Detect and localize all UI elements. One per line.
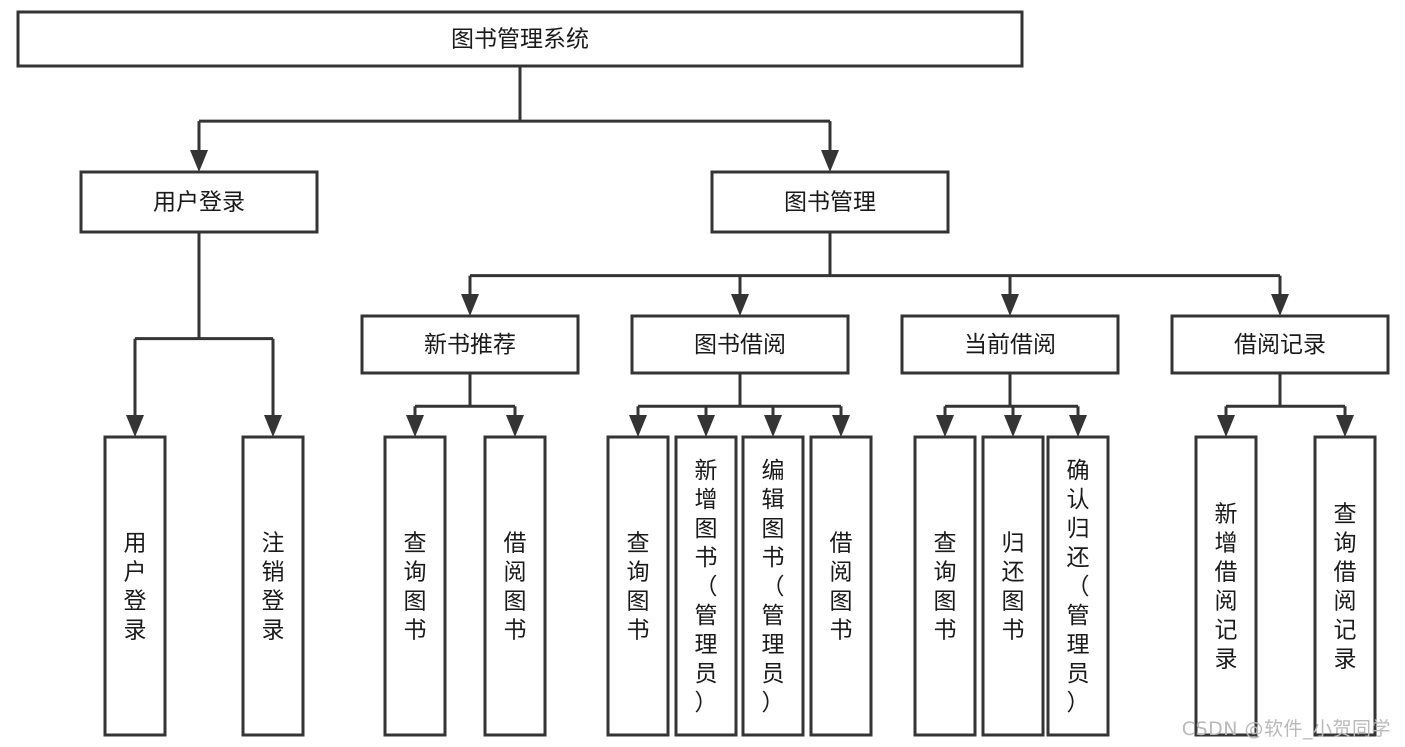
node-leaf-borrow-book-2[interactable]: 借阅图书 [809,435,873,737]
node-label: 确认归还（管理员） [1067,458,1090,716]
node-leaf-edit-book[interactable]: 编辑图书（管理员） [741,435,805,737]
node-label: 查询图书 [627,531,650,644]
node-box [1194,435,1258,737]
arrow-head-icon [1336,415,1354,437]
node-root[interactable]: 图书管理系统 [16,10,1024,68]
arrow-head-icon [764,415,782,437]
node-box [674,435,738,737]
node-leaf-query-book-1[interactable]: 查询图书 [383,435,447,737]
node-box [360,314,580,375]
node-label: 用户登录 [153,190,245,216]
node-label: 借阅图书 [830,531,853,644]
watermark-text: CSDN @软件_小贺同学 [1181,718,1391,740]
node-label: 图书借阅 [694,332,786,358]
arrow-head-icon [731,294,749,316]
node-current-borrow[interactable]: 当前借阅 [900,314,1120,375]
arrow-head-icon [264,415,282,437]
node-box [1170,314,1390,375]
arrow-head-icon [821,150,839,172]
node-leaf-logout[interactable]: 注销登录 [241,435,305,737]
node-label: 当前借阅 [964,332,1056,358]
node-leaf-return-book[interactable]: 归还图书 [981,435,1045,737]
node-label: 新增图书（管理员） [695,458,718,716]
node-label: 图书管理系统 [451,27,589,53]
node-label: 归还图书 [1002,531,1025,644]
node-box [16,10,1024,68]
node-label: 注销登录 [262,531,285,644]
node-leaf-query-record[interactable]: 查询借阅记录 [1313,435,1377,737]
arrow-head-icon [406,415,424,437]
node-box [809,435,873,737]
node-borrow-record[interactable]: 借阅记录 [1170,314,1390,375]
node-box [483,435,547,737]
node-label: 新书推荐 [424,332,516,358]
node-box [741,435,805,737]
node-leaf-confirm-return[interactable]: 确认归还（管理员） [1046,435,1110,737]
arrow-head-icon [697,415,715,437]
node-leaf-query-book-2[interactable]: 查询图书 [606,435,670,737]
nodes-layer: 图书管理系统用户登录图书管理新书推荐图书借阅当前借阅借阅记录用户登录注销登录查询… [16,10,1390,737]
node-label: 编辑图书（管理员） [762,458,785,716]
node-box [1046,435,1110,737]
arrow-head-icon [1271,294,1289,316]
node-leaf-borrow-book-1[interactable]: 借阅图书 [483,435,547,737]
arrow-head-icon [629,415,647,437]
node-box [630,314,850,375]
arrow-head-icon [190,150,208,172]
node-box [913,435,977,737]
arrow-head-icon [832,415,850,437]
node-label: 图书管理 [784,190,876,216]
arrow-head-icon [126,415,144,437]
arrow-head-icon [1069,415,1087,437]
node-box [900,314,1120,375]
node-leaf-add-record[interactable]: 新增借阅记录 [1194,435,1258,737]
arrow-head-icon [1217,415,1235,437]
node-label: 借阅记录 [1234,332,1326,358]
node-leaf-user-login[interactable]: 用户登录 [103,435,167,737]
node-label: 新增借阅记录 [1215,502,1238,673]
node-label: 用户登录 [124,531,147,644]
node-book-manage[interactable]: 图书管理 [710,170,950,234]
arrow-head-icon [461,294,479,316]
node-book-borrow[interactable]: 图书借阅 [630,314,850,375]
arrow-head-icon [1004,415,1022,437]
node-box [103,435,167,737]
arrow-head-icon [936,415,954,437]
node-label: 查询图书 [404,531,427,644]
node-label: 借阅图书 [504,531,527,644]
node-box [79,170,319,234]
node-new-book-rec[interactable]: 新书推荐 [360,314,580,375]
node-box [383,435,447,737]
edges-layer [126,66,1354,437]
arrow-head-icon [1001,294,1019,316]
node-leaf-query-book-3[interactable]: 查询图书 [913,435,977,737]
node-user-login[interactable]: 用户登录 [79,170,319,234]
node-leaf-add-book[interactable]: 新增图书（管理员） [674,435,738,737]
node-label: 查询借阅记录 [1334,502,1357,673]
node-box [1313,435,1377,737]
node-box [606,435,670,737]
node-box [710,170,950,234]
node-box [241,435,305,737]
node-box [981,435,1045,737]
arrow-head-icon [506,415,524,437]
node-label: 查询图书 [934,531,957,644]
